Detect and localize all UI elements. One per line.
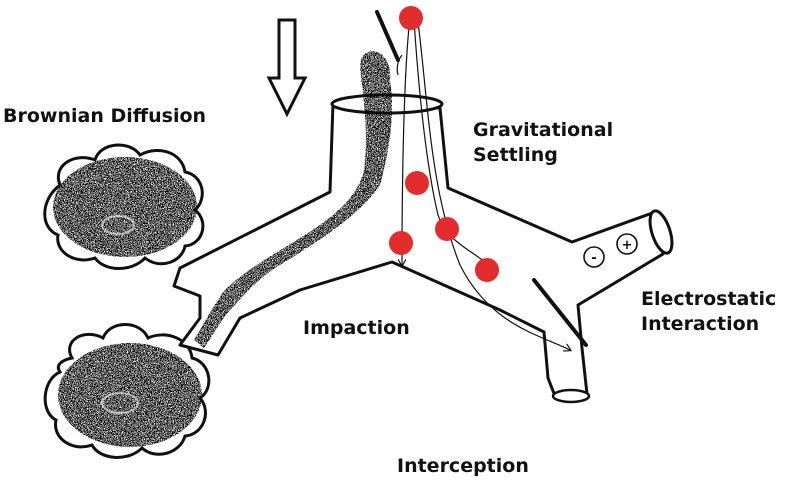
alveoli-upper-core <box>101 215 135 235</box>
label-impaction: Impaction <box>303 317 410 339</box>
alveoli-lower-core <box>101 392 139 414</box>
return-trajectory <box>396 54 403 76</box>
charged-particle-negative: - <box>583 246 605 268</box>
label-brownian-diffusion: Brownian Diffusion <box>3 105 207 127</box>
charged-particle-positive: + <box>616 233 638 255</box>
particle-settling-1 <box>405 171 429 195</box>
lower-branch-opening <box>551 388 591 404</box>
label-gravitational-line2: Settling <box>473 144 558 166</box>
right-branch-opening <box>648 209 674 255</box>
label-electrostatic-line2: Interaction <box>641 313 760 335</box>
negative-charge-sign: - <box>591 251 596 266</box>
label-interception: Interception <box>397 455 529 477</box>
brownian-particle-fog <box>53 51 392 447</box>
label-gravitational-settling: Gravitational Settling <box>473 118 613 168</box>
label-electrostatic-interaction: Electrostatic Interaction <box>641 287 776 337</box>
gravity-trajectory-2 <box>413 19 486 263</box>
particle-top <box>399 6 423 30</box>
particle-settling-2 <box>435 217 459 241</box>
positive-charge-sign: + <box>622 238 633 253</box>
impaction-flow-line <box>375 10 400 62</box>
interception-trajectory <box>417 21 570 350</box>
electrostatic-deflection-line <box>532 278 588 347</box>
airway-tube <box>172 101 665 398</box>
particle-interception <box>475 258 499 282</box>
label-gravitational-line1: Gravitational <box>473 119 614 141</box>
airflow-down-arrow-icon <box>266 18 308 118</box>
label-electrostatic-line1: Electrostatic <box>641 288 777 310</box>
particle-impaction <box>389 231 413 255</box>
gravity-trajectory-1 <box>402 17 411 265</box>
